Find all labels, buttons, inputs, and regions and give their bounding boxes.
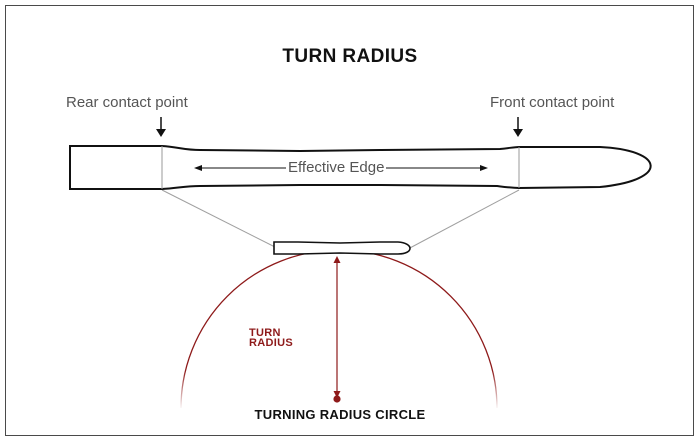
front-contact-label: Front contact point — [490, 94, 615, 111]
rear-contact-label: Rear contact point — [66, 94, 188, 111]
guide-line-rear — [161, 189, 276, 248]
effective-edge-label: Effective Edge — [286, 159, 387, 176]
circle-fade — [170, 370, 510, 410]
guide-line-front — [407, 189, 520, 250]
radius-arrow — [333, 256, 341, 403]
diagram-frame — [5, 5, 694, 436]
rear-contact-arrow — [156, 117, 166, 137]
diagram-title: TURN RADIUS — [282, 46, 418, 67]
turning-radius-circle-caption: TURNING RADIUS CIRCLE — [254, 407, 426, 422]
circle-center-dot — [333, 395, 341, 403]
small-ski — [273, 241, 411, 255]
front-contact-arrow — [513, 117, 523, 137]
